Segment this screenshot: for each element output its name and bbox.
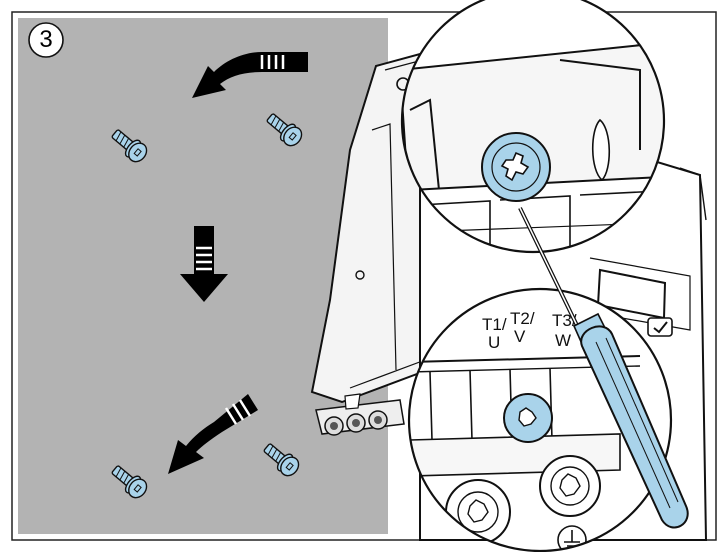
- terminal-t1-top: T1/: [482, 315, 507, 334]
- cable-gland-plate: [315, 393, 405, 436]
- ok-key-icon: [647, 317, 673, 337]
- terminal-t1-bottom: U: [488, 333, 500, 352]
- step-badge: [28, 22, 64, 58]
- removal-arrow-icon: [168, 394, 258, 474]
- zoom-detail-top: [400, 0, 666, 254]
- terminal-t2-bottom: V: [514, 327, 526, 346]
- screwdriver-icon: [518, 207, 689, 529]
- removal-arrow-icon: [180, 226, 228, 302]
- terminal-t3-bottom: W: [555, 331, 571, 350]
- removal-arrow-icon: [192, 52, 308, 98]
- terminal-t2-top: T2/: [510, 309, 535, 328]
- step-number: 3: [39, 26, 53, 53]
